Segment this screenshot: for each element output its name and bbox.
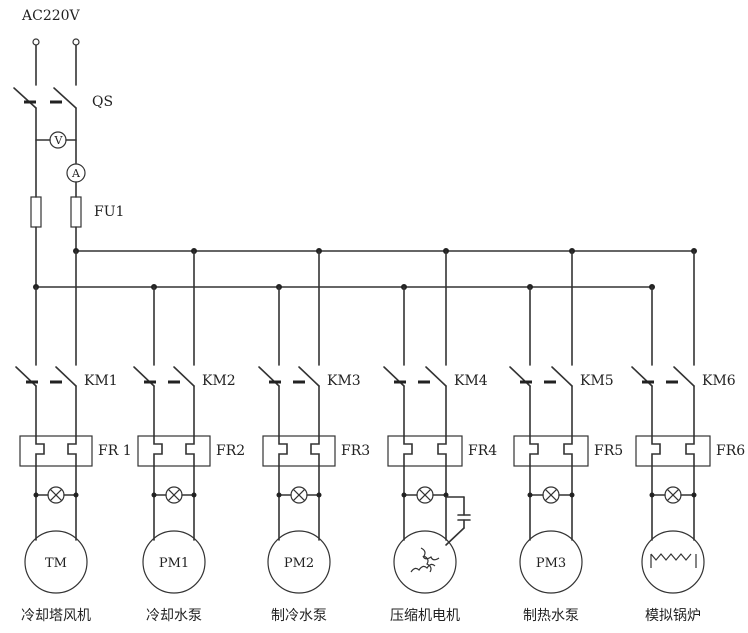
fuse-left <box>30 196 42 228</box>
contactor-label-km2: KM2 <box>202 373 236 389</box>
relay-label-fr3: FR3 <box>341 443 370 459</box>
lamp-cross-b-4 <box>418 488 432 502</box>
contactor-label-km3: KM3 <box>327 373 361 389</box>
relay-element-left-1 <box>35 435 45 467</box>
thermal-relay-box-2 <box>137 435 211 467</box>
lamp-cross-b-6 <box>666 488 680 502</box>
indicator-lamp-2 <box>165 486 183 504</box>
relay-label-fr4: FR4 <box>468 443 497 459</box>
lamp-cross-b-2 <box>167 488 181 502</box>
lamp-junction-left-2 <box>151 492 157 498</box>
relay-element-right-2 <box>185 435 195 467</box>
indicator-lamp-4 <box>416 486 434 504</box>
contactor-blade-right-3 <box>298 366 320 387</box>
relay-element-right-1 <box>67 435 77 467</box>
relay-element-left-6 <box>651 435 661 467</box>
supply-terminal-left <box>32 38 40 46</box>
voltmeter <box>49 131 67 149</box>
relay-element-left-3 <box>278 435 288 467</box>
contactor-blade-right-2 <box>173 366 195 387</box>
contactor-blade-right-4 <box>425 366 447 387</box>
contactor-label-km6: KM6 <box>702 373 736 389</box>
thermal-relay-box-4 <box>387 435 463 467</box>
contactor-blade-right-5 <box>551 366 573 387</box>
thermal-relay-box-3 <box>262 435 336 467</box>
load-caption-2: 冷却水泵 <box>146 608 202 624</box>
load-caption-5: 制热水泵 <box>523 608 579 624</box>
lamp-junction-left-1 <box>33 492 39 498</box>
supply-label: AC220V <box>21 8 81 24</box>
relay-element-right-5 <box>563 435 573 467</box>
load-circle-6 <box>641 530 705 594</box>
contactor-label-km4: KM4 <box>454 373 488 389</box>
supply-terminal-right <box>72 38 80 46</box>
lamp-junction-right-6 <box>691 492 697 498</box>
relay-element-left-5 <box>529 435 539 467</box>
lamp-junction-right-3 <box>316 492 322 498</box>
compressor-winding-symbol <box>410 547 440 573</box>
load-label-5: PM3 <box>536 556 566 571</box>
relay-element-left-4 <box>403 435 413 467</box>
ammeter-label: A <box>71 167 81 180</box>
fuse-label: FU1 <box>94 204 124 220</box>
lamp-junction-left-5 <box>527 492 533 498</box>
contactor-label-km5: KM5 <box>580 373 614 389</box>
indicator-lamp-5 <box>542 486 560 504</box>
indicator-lamp-3 <box>290 486 308 504</box>
relay-element-left-2 <box>153 435 163 467</box>
capacitor-wire-return <box>445 527 465 546</box>
heater-element-symbol <box>650 553 697 568</box>
indicator-lamp-1 <box>47 486 65 504</box>
contactor-label-km1: KM1 <box>84 373 118 389</box>
lamp-junction-left-4 <box>401 492 407 498</box>
relay-label-fr1: FR 1 <box>98 443 132 459</box>
contactor-blade-right-1 <box>55 366 77 387</box>
relay-element-right-3 <box>310 435 320 467</box>
load-label-2: PM1 <box>159 556 189 571</box>
load-circle-1 <box>24 530 88 594</box>
load-caption-6: 模拟锅炉 <box>645 608 701 624</box>
load-caption-3: 制冷水泵 <box>271 608 327 624</box>
load-label-3: PM2 <box>284 556 314 571</box>
lamp-cross-b-3 <box>292 488 306 502</box>
thermal-relay-box-1 <box>19 435 93 467</box>
voltmeter-label: V <box>54 134 64 147</box>
relay-label-fr5: FR5 <box>594 443 623 459</box>
load-circle-5 <box>519 530 583 594</box>
load-caption-4: 压缩机电机 <box>390 608 460 624</box>
relay-label-fr2: FR2 <box>216 443 245 459</box>
indicator-lamp-6 <box>664 486 682 504</box>
lamp-junction-left-3 <box>276 492 282 498</box>
lamp-cross-b-5 <box>544 488 558 502</box>
load-circle-2 <box>142 530 206 594</box>
lamp-junction-right-2 <box>191 492 197 498</box>
lamp-junction-right-5 <box>569 492 575 498</box>
lamp-junction-right-1 <box>73 492 79 498</box>
load-label-1: TM <box>45 556 67 571</box>
relay-element-right-6 <box>685 435 695 467</box>
main-switch-qs <box>13 87 77 109</box>
thermal-relay-box-5 <box>513 435 589 467</box>
lamp-junction-left-6 <box>649 492 655 498</box>
main-switch-label: QS <box>92 94 113 110</box>
thermal-relay-box-6 <box>635 435 711 467</box>
load-circle-4 <box>393 530 457 594</box>
fuse-right <box>70 196 82 228</box>
load-circle-3 <box>267 530 331 594</box>
relay-label-fr6: FR6 <box>716 443 745 459</box>
lamp-cross-b-1 <box>49 488 63 502</box>
contactor-blade-right-6 <box>673 366 695 387</box>
relay-element-right-4 <box>437 435 447 467</box>
load-caption-1: 冷却塔风机 <box>21 608 91 624</box>
